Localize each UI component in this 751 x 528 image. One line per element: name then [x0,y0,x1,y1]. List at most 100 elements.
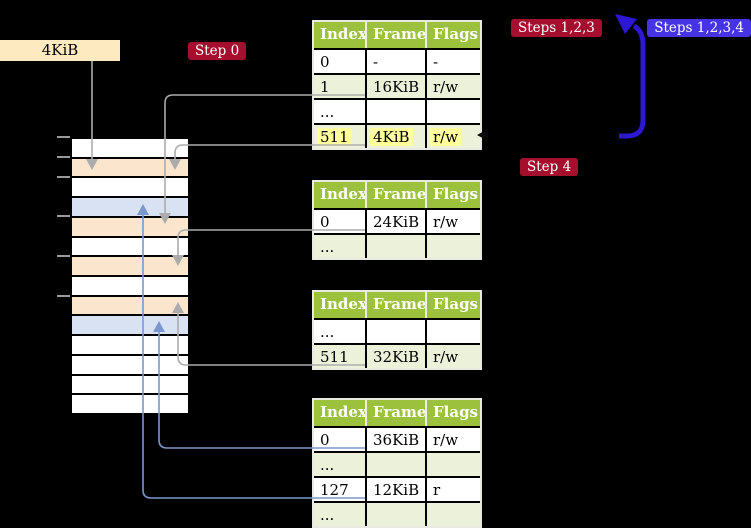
frame-cell-text: 32KiB [373,348,420,366]
header-cell-frame: Frame [365,400,425,426]
flags-cell [425,233,480,258]
frame-cell [365,318,425,343]
page-table-3-row-dotsdotsdots: ... [314,318,480,343]
flags-cell: r/w [425,73,480,98]
flags-cell-text: r/w [433,78,459,96]
index-cell: ... [314,451,365,476]
page-table-4-row-0: 0 36KiB r/w [314,426,480,451]
frame-cell: 12KiB [365,476,425,501]
flags-cell: r/w [425,343,480,368]
index-cell-text: 511 [320,348,349,366]
flags-cell [425,98,480,123]
flags-cell-text: r/w [430,128,462,146]
frame-cell-text: 12KiB [373,481,420,499]
frame-cell-text: - [373,53,379,71]
index-cell-text: ... [320,456,335,474]
flags-cell: r [425,476,480,501]
index-cell: ... [314,501,365,526]
steps-1-2-3-4-badge: Steps 1,2,3,4 [647,19,751,37]
index-cell-text: 0 [320,431,330,449]
memory-frame-row-6 [72,255,188,276]
header-cell-frame: Frame [365,182,425,208]
index-cell-text: 0 [320,53,330,71]
frame-cell: 36KiB [365,426,425,451]
index-cell: ... [314,318,365,343]
memory-frame-row-9 [72,314,188,335]
frame-cell: 32KiB [365,343,425,368]
physical-memory-column [70,137,190,415]
memory-frame-row-4 [72,215,188,236]
frame-cell-text: 4KiB [370,128,413,146]
flags-cell: r/w [425,426,480,451]
flags-cell-text: r [433,481,441,499]
header-cell-frame: Frame [365,22,425,48]
frame-cell [365,233,425,258]
header-cell-frame: Frame [365,292,425,318]
page-table-2-row-dotsdotsdots: ... [314,233,480,258]
memory-frame-row-7 [72,275,188,295]
page-table-3-row-511: 511 32KiB r/w [314,343,480,368]
index-cell-text: 0 [320,213,330,231]
frame-cell-text: 36KiB [373,431,420,449]
memory-frame-row-3 [72,196,188,216]
flags-cell-text: r/w [433,213,459,231]
header-cell-flags: Flags [425,182,480,208]
loop-arrow-blue-head [615,14,637,34]
header-cell-flags: Flags [425,400,480,426]
page-table-1-row-511: 511 4KiB r/w [314,123,480,148]
index-cell-text: ... [320,323,335,341]
index-cell: ... [314,233,365,258]
flags-cell [425,318,480,343]
step-0-badge: Step 0 [188,42,247,60]
index-cell: 1 [314,73,365,98]
index-cell: ... [314,98,365,123]
header-cell-index: Index [320,25,365,43]
flags-cell-text: - [433,53,439,71]
index-cell: 0 [314,208,365,233]
flags-cell-text: r/w [433,348,459,366]
flags-cell [425,451,480,476]
index-cell-text: ... [320,238,335,256]
index-cell-text: ... [320,103,335,121]
frame-cell: - [365,48,425,73]
flags-cell: - [425,48,480,73]
header-cell-index: Index [320,295,365,313]
flags-cell: r/w [425,208,480,233]
header-cell-flags: Flags [425,292,480,318]
memory-frame-row-0 [72,139,188,157]
header-cell-index: Index [320,403,365,421]
frame-cell: 4KiB [365,123,425,148]
frame-cell: 16KiB [365,73,425,98]
memory-frame-row-8 [72,294,188,315]
index-cell-text: 1 [320,78,330,96]
memory-frame-row-2 [72,176,188,197]
page-table-4-row-dotsdotsdots: ... [314,451,480,476]
memory-frame-row-12 [72,373,188,394]
header-cell-index: Index [320,185,365,203]
steps-1-2-3-badge: Steps 1,2,3 [511,19,602,37]
frame-cell: 24KiB [365,208,425,233]
frame-cell [365,98,425,123]
page-table-2-row-0: 0 24KiB r/w [314,208,480,233]
frame-cell-text: 16KiB [373,78,420,96]
index-cell-text: ... [320,506,335,524]
page-table-4-row-127: 127 12KiB r [314,476,480,501]
index-cell-text: 127 [320,481,349,499]
index-cell: 511 [314,123,365,148]
memory-frame-row-1 [72,156,188,177]
header-cell-flags: Flags [425,22,480,48]
page-table-1-row-0: 0 - - [314,48,480,73]
index-cell: 127 [314,476,365,501]
frame-cell [365,451,425,476]
memory-frame-row-10 [72,334,188,354]
index-cell: 0 [314,48,365,73]
step-4-badge: Step 4 [520,158,579,176]
flags-cell [425,501,480,526]
page-table-4-row-dotsdotsdots: ... [314,501,480,526]
